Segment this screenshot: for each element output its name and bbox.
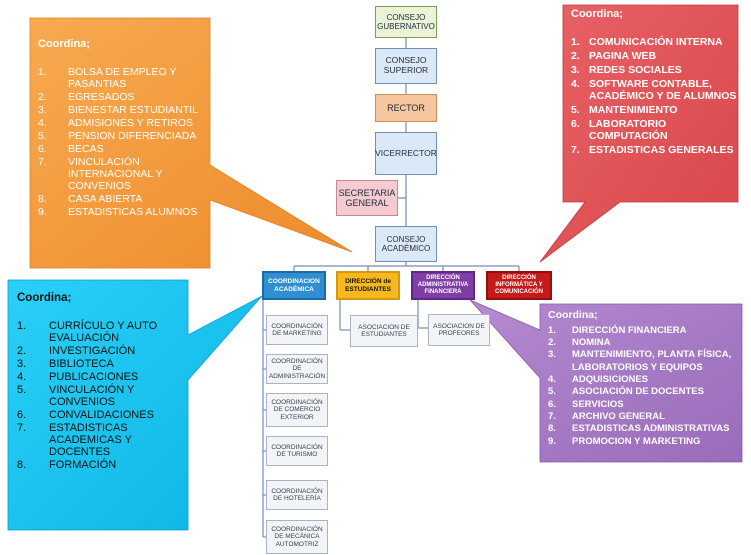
orange-item: 5.PENSION DIFERENCIADA [38,130,197,142]
purple-item: 5.ASOCIACIÓN DE DOCENTES [548,386,704,398]
purple-item: 8.ESTADISTICAS ADMINISTRATIVAS [548,423,730,435]
node-vicerrector: VICERRECTOR [375,132,437,175]
node-consejo-superior: CONSEJO SUPERIOR [375,48,437,84]
purple-item: 6.SERVICIOS [548,398,624,410]
red-callout: Coordina; 1.COMUNICACIÓN INTERNA 2.PAGIN… [571,8,737,158]
purple-callout: Coordina; 1.DIRECCIÓN FINANCIERA 2.NOMIN… [548,309,740,448]
orange-item: 4.ADMISIONES Y RETIROS [38,117,194,129]
node-coordinacion-administracion: COORDINACIÓN DE ADMINISTRACIÓN [266,354,328,384]
red-item: 2.PAGINA WEB [571,50,657,62]
red-item: 7.ESTADISTICAS GENERALES [571,144,734,156]
purple-callout-heading: Coordina; [548,309,598,321]
purple-item: 9.PROMOCION Y MARKETING [548,435,701,447]
orange-item: 7.VINCULACIÓN INTERNACIONAL Y CONVENIOS [38,156,163,192]
node-rector: RECTOR [375,94,437,122]
cyan-item: 7.ESTADISTICAS ACADEMICAS Y DOCENTES [17,422,132,458]
cyan-item: 1.CURRÍCULO Y AUTO EVALUACIÓN [17,320,158,344]
cyan-callout-heading: Coordina; [17,292,72,304]
node-consejo-gubernativo: CONSEJO GUBERNATIVO [375,6,437,38]
orange-item: 6.BECAS [38,143,104,155]
red-item: 6.LABORATORIO COMPUTACIÓN [571,118,668,142]
node-coordinacion-mecanica: COORDINACIÓN DE MECÁNICA AUTOMOTRIZ [266,520,328,554]
orange-callout-heading: Coordina; [38,38,90,50]
cyan-item: 2.INVESTIGACIÓN [17,345,136,357]
red-item: 3.REDES SOCIALES [571,64,682,76]
orange-item: 8.CASA ABIERTA [38,193,143,205]
red-callout-heading: Coordina; [571,8,623,20]
node-coordinacion-comercio-exterior: COORDINACIÓN DE COMERCIO EXTERIOR [266,393,328,427]
dept-coordinacion-academica: COORDINACION ACADÉMICA [262,271,326,300]
cyan-item: 8.FORMACIÓN [17,459,117,471]
orange-item: 2.EGRESADOS [38,91,135,103]
node-consejo-academico: CONSEJO ACADÉMICO [375,226,437,262]
orange-callout: Coordina; 1.BOLSA DE EMPLEO Y PASANTIAS … [38,38,210,219]
red-item: 5.MANTENIMIENTO [571,104,678,116]
purple-item: 4.ADQUISICIONES [548,374,649,386]
cyan-item: 4.PUBLICACIONES [17,371,139,383]
cyan-item: 6.CONVALIDACIONES [17,409,154,421]
node-asociacion-estudiantes: ASOCIACION DE ESTUDIANTES [350,315,418,347]
red-item: 1.COMUNICACIÓN INTERNA [571,36,723,48]
cyan-item: 3.BIBLIOTECA [17,358,114,370]
dept-direccion-informatica: DIRECCIÓN INFORMÁTICA Y COMUNICACIÓN [486,271,552,300]
cyan-item: 5.VINCULACIÓN Y CONVENIOS [17,384,135,408]
purple-item: 1.DIRECCIÓN FINANCIERA [548,324,687,336]
dept-direccion-estudiantes: DIRECCIÓN de ESTUDIANTES [336,271,400,300]
node-coordinacion-marketing: COORDINACIÓN DE MARKETING [266,315,328,345]
orange-item: 1.BOLSA DE EMPLEO Y PASANTIAS [38,66,177,90]
red-item: 4.SOFTWARE CONTABLE, ACADÉMICO Y DE ALUM… [571,78,737,102]
orange-item: 3.BIENESTAR ESTUDIANTIL [38,104,198,116]
node-asociacion-profesores: ASOCIACION DE PROFEORES [428,314,490,346]
purple-item: 7.ARCHIVO GENERAL [548,411,665,423]
node-coordinacion-turismo: COORDINACIÓN DE TURISMO [266,436,328,466]
purple-item: 2.NOMINA [548,336,611,348]
cyan-callout: Coordina; 1.CURRÍCULO Y AUTO EVALUACIÓN … [17,292,187,472]
node-coordinacion-hoteleria: COORDINACIÓN DE HOTELERÍA [266,480,328,510]
node-secretaria-general: SECRETARIA GENERAL [336,180,398,216]
dept-direccion-financiera: DIRECCIÓN ADMINISTRATIVA FINANCIERA [411,271,475,300]
orange-item: 9.ESTADISTICAS ALUMNOS [38,206,198,218]
purple-item: 3.MANTENIMIENTO, PLANTA FÍSICA, LABORATO… [548,349,732,373]
